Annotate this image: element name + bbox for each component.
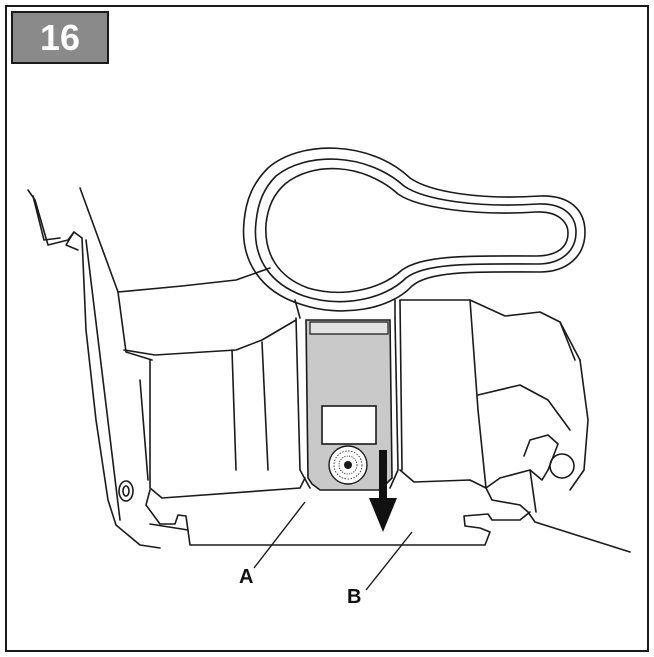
mounting-hole [118,480,134,502]
battery-tray-drawing [27,147,631,553]
step-number-badge: 16 [11,11,109,64]
callout-label-b: B [347,586,362,608]
arrow-down-icon [369,450,397,532]
leader-line-b [365,531,413,591]
callout-label-a: A [239,566,254,588]
latch-clip [305,319,393,491]
handle-outline [242,147,586,312]
leader-line-a [253,501,306,569]
latch-window [321,405,377,445]
outer-border [5,5,649,652]
